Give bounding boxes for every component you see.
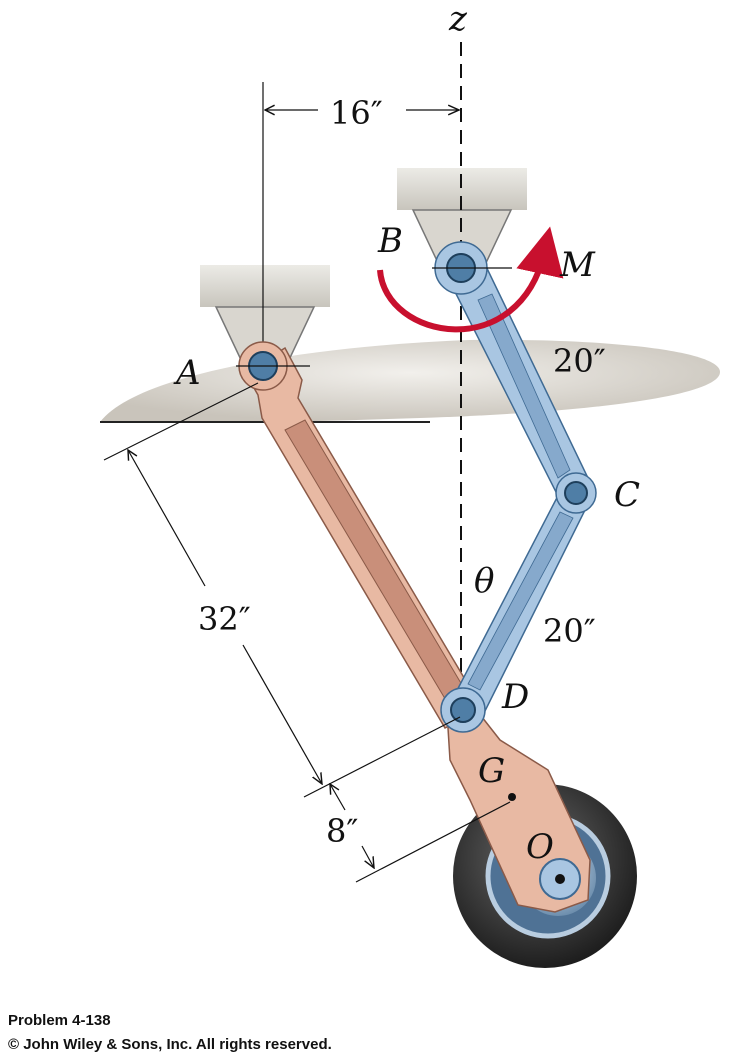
dim-extension-d [303, 716, 461, 798]
pin-d [450, 697, 476, 723]
support-a-base [200, 265, 330, 307]
copyright-notice: © John Wiley & Sons, Inc. All rights res… [8, 1036, 332, 1053]
label-b: B [377, 221, 403, 261]
pin-c [564, 481, 588, 505]
dim-bc-label: 20″ [553, 342, 606, 380]
label-c: C [614, 475, 640, 515]
dim-8-line-lower [361, 845, 374, 868]
dim-32-line-lower [242, 644, 322, 784]
label-theta: θ [474, 561, 494, 601]
link-cd-inner [467, 511, 574, 691]
label-z: z [448, 0, 468, 39]
dim-32-label: 32″ [198, 600, 251, 638]
wing-surface [100, 339, 720, 423]
label-d: D [501, 677, 529, 717]
label-m: M [559, 245, 596, 285]
dim-extension-a [103, 382, 259, 461]
label-a: A [173, 353, 201, 393]
dim-extension-g [355, 801, 511, 883]
dim-32-line-upper [128, 450, 206, 587]
dim-cd-label: 20″ [543, 612, 596, 650]
moment-arrow [377, 226, 564, 333]
label-g: G [478, 751, 505, 791]
mass-center-g [508, 793, 516, 801]
link-bc-inner [477, 293, 571, 479]
axle-o-center [555, 874, 565, 884]
label-o: O [526, 827, 554, 867]
dim-8-line-upper [330, 784, 346, 811]
link-ad-inner-panel [284, 419, 466, 703]
dim-16-label: 16″ [330, 94, 383, 132]
dim-8-label: 8″ [326, 812, 358, 850]
problem-number: Problem 4-138 [8, 1012, 111, 1029]
